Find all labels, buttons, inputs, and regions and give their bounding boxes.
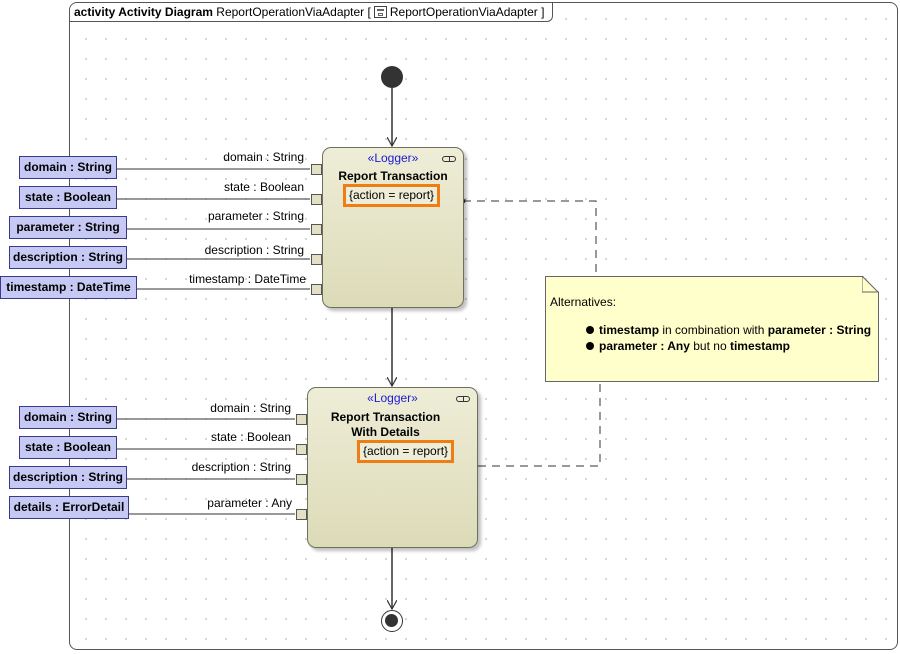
note-fold-corner [862, 276, 879, 293]
object-node-state[interactable]: state : Boolean [19, 186, 117, 209]
object-node-description[interactable]: description : String [9, 246, 127, 269]
note-title: Alternatives: [550, 295, 617, 309]
pin-label: description : String [191, 460, 291, 474]
input-pin-domain[interactable] [311, 164, 322, 175]
note-anchor-1[interactable] [463, 200, 597, 276]
object-node-domain[interactable]: domain : String [19, 156, 117, 179]
pin-label: domain : String [223, 150, 304, 164]
object-node-description[interactable]: description : String [9, 466, 127, 489]
note-line-1: timestamp in combination with parameter … [586, 323, 871, 337]
initial-node[interactable] [381, 66, 403, 88]
input-pin-domain[interactable] [296, 414, 307, 425]
note-line-1-text: in combination with [659, 323, 768, 337]
comment-note[interactable]: Alternatives: timestamp in combination w… [545, 276, 879, 382]
pin-label: parameter : String [207, 209, 304, 223]
pin-label: parameter : Any [207, 496, 292, 510]
pin-label: state : Boolean [223, 180, 304, 194]
diagram-name: ReportOperationViaAdapter [216, 5, 365, 19]
activity-diagram-icon [373, 6, 387, 18]
action-2-name-line1: Report Transaction [330, 410, 441, 424]
input-pin-description[interactable] [296, 474, 307, 485]
pin-label: description : String [204, 243, 304, 257]
bracket-diagram-name: ReportOperationViaAdapter [389, 5, 538, 19]
pin-label: timestamp : DateTime [189, 272, 306, 286]
bracket-close: ] [541, 5, 545, 19]
note-line-1-term-a: timestamp [599, 323, 660, 337]
action-report-transaction[interactable]: «Logger» Report Transaction {action = re… [322, 147, 464, 308]
pin-label: domain : String [210, 401, 291, 415]
input-pin-state[interactable] [296, 444, 307, 455]
activity-final-node[interactable] [381, 610, 403, 632]
action-2-stereotype: «Logger» [367, 391, 418, 405]
note-line-2-term-b: timestamp [729, 339, 790, 353]
pin-label: state : Boolean [210, 430, 291, 444]
object-node-timestamp[interactable]: timestamp : DateTime [0, 276, 137, 299]
note-line-2: parameter : Any but no timestamp [586, 339, 790, 353]
rake-icon [456, 396, 470, 402]
input-pin-parameter[interactable] [311, 224, 322, 235]
note-line-2-text: but no [689, 339, 730, 353]
action-1-constraint: {action = report} [343, 184, 441, 207]
action-2-constraint: {action = report} [357, 440, 455, 463]
bracket-open: [ [367, 5, 371, 19]
action-1-name: Report Transaction [338, 169, 448, 183]
diagram-kind-label: activity Activity Diagram [74, 5, 213, 19]
input-pin-parameter[interactable] [296, 509, 307, 520]
object-node-parameter[interactable]: parameter : String [9, 216, 127, 239]
action-1-stereotype: «Logger» [367, 151, 419, 165]
input-pin-timestamp[interactable] [311, 284, 322, 295]
frame-title: activity Activity Diagram ReportOperatio… [70, 3, 554, 22]
note-line-2-term-a: parameter : Any [599, 339, 690, 353]
action-report-transaction-with-details[interactable]: «Logger» Report Transaction With Details… [307, 387, 478, 548]
rake-icon [442, 156, 456, 162]
action-2-name-line2: With Details [351, 425, 420, 439]
bullet-icon [586, 342, 594, 350]
object-node-domain[interactable]: domain : String [19, 406, 117, 429]
input-pin-description[interactable] [311, 254, 322, 265]
object-node-details[interactable]: details : ErrorDetail [9, 496, 129, 519]
bullet-icon [586, 326, 594, 334]
note-anchor-2[interactable] [478, 382, 601, 467]
note-line-1-term-b: parameter : String [767, 323, 872, 337]
input-pin-state[interactable] [311, 194, 322, 205]
object-node-state[interactable]: state : Boolean [19, 436, 117, 459]
